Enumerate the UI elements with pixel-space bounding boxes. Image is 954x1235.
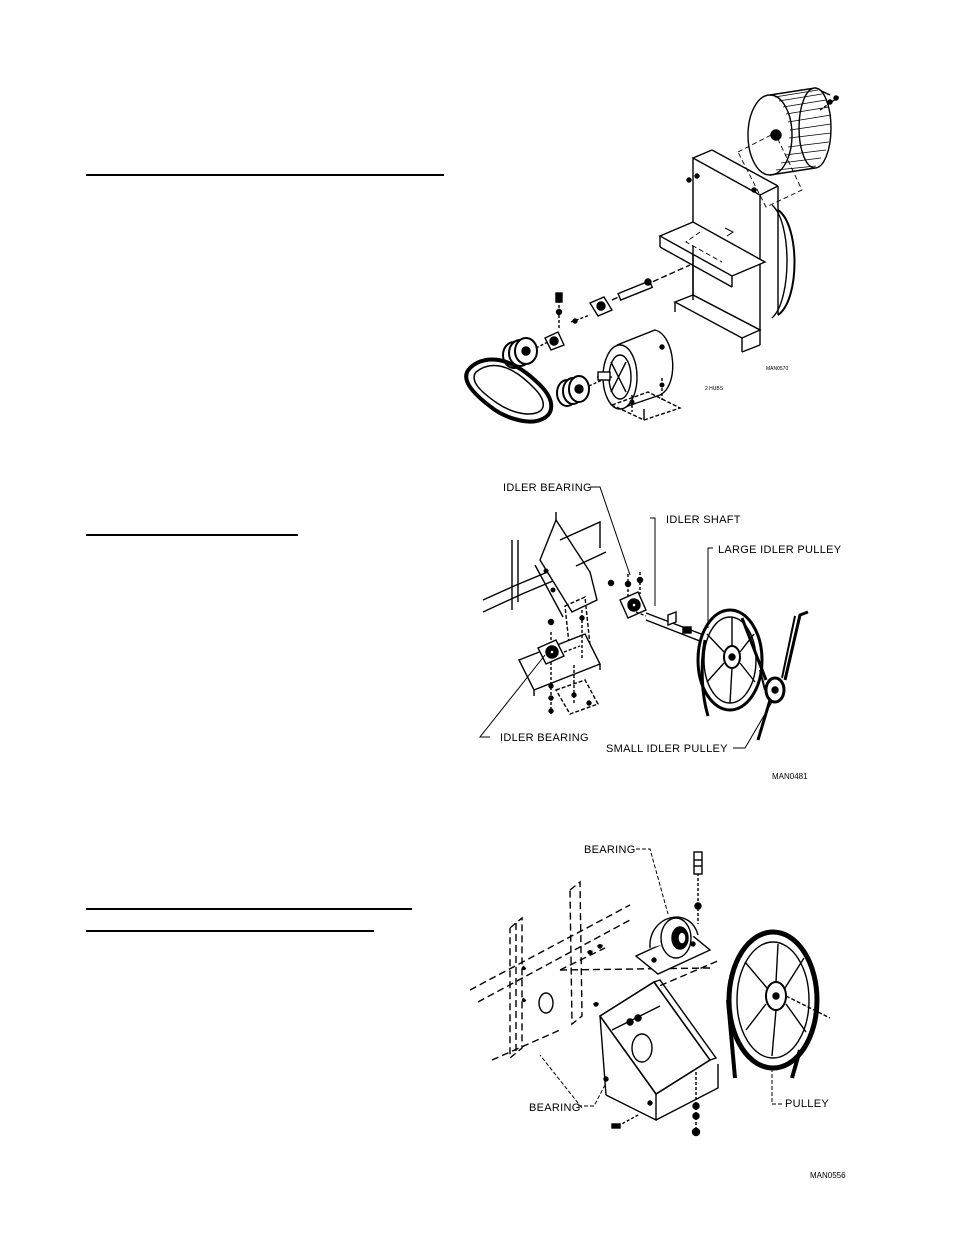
figure2-id: MAN0481 (772, 772, 808, 781)
section-rule-1 (86, 174, 444, 176)
label-bearing-bottom: BEARING (529, 1102, 581, 1114)
figure3-id: MAN0556 (810, 1171, 846, 1180)
pulley-drawing (726, 929, 831, 1079)
fan-shaft-drawing (611, 264, 691, 301)
fan-frame-drawing (658, 149, 796, 353)
figure1-id: MAN0570 (766, 366, 788, 372)
idler-base-plate-drawing (518, 610, 601, 715)
large-idler-pulley-drawing (696, 608, 764, 717)
section-rule-3 (86, 908, 412, 910)
label-idler-bearing-top: IDLER BEARING (503, 482, 592, 494)
label-small-idler-pulley: SMALL IDLER PULLEY (606, 743, 728, 755)
label-large-idler-pulley: LARGE IDLER PULLEY (718, 544, 842, 556)
lower-idler-bearing-drawing (537, 639, 581, 665)
motor-drawing (597, 329, 682, 421)
section-rule-4 (86, 930, 374, 932)
hubs-callout: 2 HUBS (705, 386, 724, 392)
label-idler-bearing-bottom: IDLER BEARING (500, 732, 589, 744)
label-bearing-top: BEARING (584, 844, 636, 856)
bearing-bracket-drawing (598, 979, 719, 1137)
label-pulley: PULLEY (785, 1098, 829, 1110)
small-idler-pulley-drawing (740, 610, 809, 741)
sheave-drawing (502, 337, 603, 407)
label-idler-shaft: IDLER SHAFT (666, 514, 741, 526)
v-belt-drawing (464, 357, 554, 424)
upper-idler-bearing-drawing (607, 572, 647, 619)
section-rule-2 (86, 534, 298, 536)
bearing-drawing (544, 292, 614, 351)
blower-wheel-drawing (747, 87, 841, 176)
pillow-block-bearing-drawing (634, 851, 712, 975)
idler-frame-drawing (482, 512, 607, 654)
dashed-frame-drawing (469, 880, 721, 1061)
